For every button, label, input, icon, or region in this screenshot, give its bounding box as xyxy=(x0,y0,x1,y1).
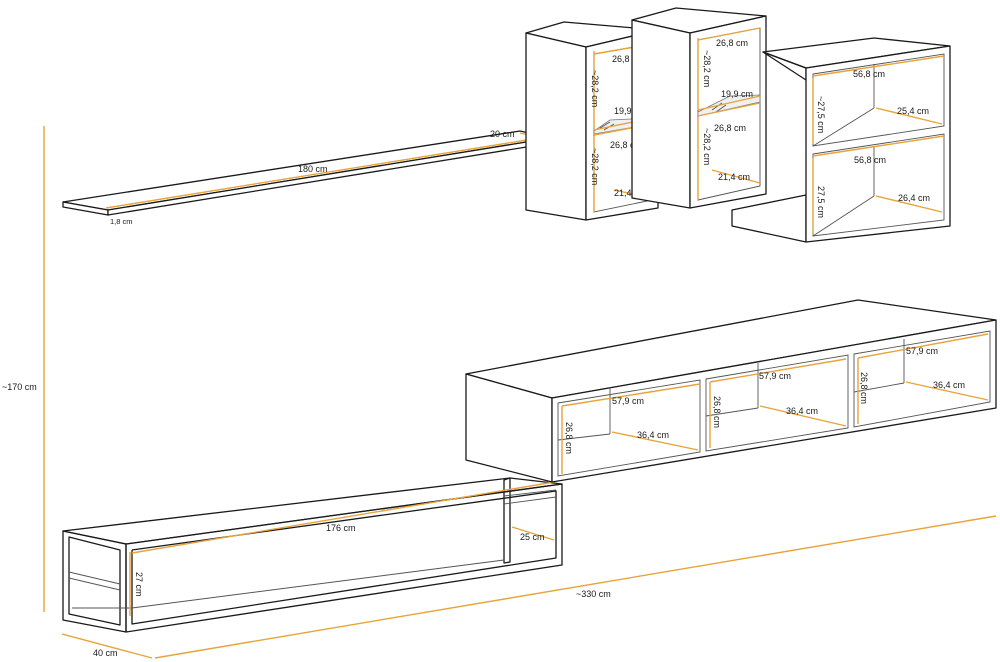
bench-frame: 176 cm 27 cm 25 cm xyxy=(62,477,563,633)
left-cab-height-top-label: ~28,2 cm xyxy=(590,70,600,107)
sq-cab-width-top-label: 56,8 cm xyxy=(853,69,885,79)
left-cab-depth-label: 21,4 cm xyxy=(614,188,646,198)
sq-cab-height-top-label: ~27,5 cm xyxy=(816,96,826,133)
left-cab-glass-depth-label: 19,9 cm xyxy=(614,106,646,116)
left-cab-height-bottom-label: ~28,2 cm xyxy=(590,148,600,185)
shelf-length-dim xyxy=(105,138,534,209)
overall-width-label: ~330 cm xyxy=(576,589,611,599)
tv-comp2-width-label: 57,9 cm xyxy=(759,371,791,381)
tv-cabinet: 57,9 cm 26,8 cm 36,4 cm 57,9 cm 26,8 cm … xyxy=(465,299,997,483)
glass-cabinet-right: 26,8 cm ~28,2 cm 19,9 cm 26,8 cm ~28,2 c… xyxy=(631,7,767,209)
left-cab-width-mid-label: 26,8 cm xyxy=(610,140,642,150)
shelf-thickness-label: 1,8 cm xyxy=(110,217,133,226)
overall-depth-label: 40 cm xyxy=(93,648,118,658)
sq-cab-height-bottom-label: 27,5 cm xyxy=(816,186,826,218)
left-cab-width-top-label: 26,8 cm xyxy=(612,54,644,64)
tv-comp3-height-label: 26,8 cm xyxy=(859,372,869,404)
overall-depth-dim xyxy=(61,633,153,659)
tv-comp3-width-label: 57,9 cm xyxy=(906,346,938,356)
wall-shelf: 180 cm 20 cm 1,8 cm xyxy=(62,129,552,226)
bench-height-label: 27 cm xyxy=(134,572,144,597)
square-cabinet: 56,8 cm ~27,5 cm 25,4 cm 56,8 cm 27,5 cm… xyxy=(731,37,951,243)
right-cab-depth-label: 21,4 cm xyxy=(718,172,750,182)
right-cab-glass-depth-label: 19,9 cm xyxy=(721,89,753,99)
sq-cab-depth-bottom-label: 26,4 cm xyxy=(898,193,930,203)
bench-length-label: 176 cm xyxy=(326,523,356,533)
right-cab-height-bottom-label: ~28,2 cm xyxy=(702,128,712,165)
overall-width-dim xyxy=(154,515,997,659)
shelf-depth-label: 20 cm xyxy=(490,129,515,139)
bench-depth-label: 25 cm xyxy=(520,532,545,542)
tv-comp1-width-label: 57,9 cm xyxy=(612,396,644,406)
tv-comp2-depth-label: 36,4 cm xyxy=(786,406,818,416)
sq-cab-width-bottom-label: 56,8 cm xyxy=(854,155,886,165)
shelf-length-label: 180 cm xyxy=(298,164,328,174)
sq-cab-depth-top-label: 25,4 cm xyxy=(897,106,929,116)
tv-comp3-depth-label: 36,4 cm xyxy=(933,380,965,390)
right-cab-height-top-label: ~28,2 cm xyxy=(702,50,712,87)
right-cab-width-mid-label: 26,8 cm xyxy=(714,123,746,133)
tv-comp2-height-label: 26,8 cm xyxy=(712,396,722,428)
overall-height-label: ~170 cm xyxy=(2,382,37,392)
tv-comp1-depth-label: 36,4 cm xyxy=(637,430,669,440)
right-cab-width-top-label: 26,8 cm xyxy=(716,38,748,48)
overall-dimensions: ~170 cm ~330 cm 40 cm xyxy=(2,126,997,659)
tv-comp1-height-label: 26,8 cm xyxy=(564,422,574,454)
